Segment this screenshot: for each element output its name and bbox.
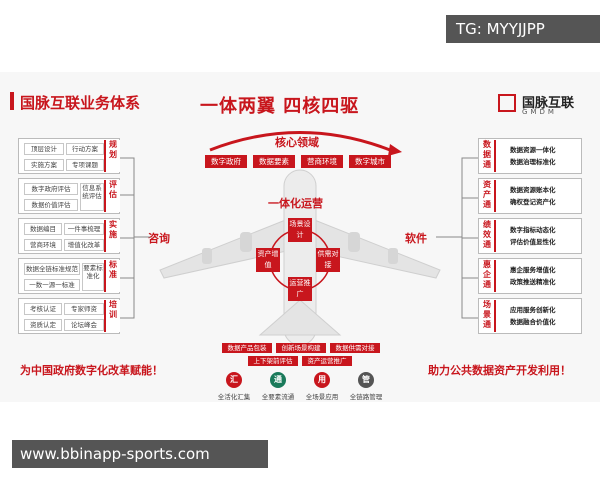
right-item: 评估价值显性化 (510, 238, 556, 246)
left-item: 一数一源一标准 (24, 279, 80, 291)
left-tab: 标准 (104, 260, 120, 292)
right-item: 惠企服务增值化 (510, 266, 556, 274)
right-tab: 绩效通 (480, 220, 496, 252)
operation-box: 运营推广 (288, 277, 312, 301)
logo-icon (498, 94, 516, 112)
core-domain-title: 核心领域 (275, 136, 319, 149)
bottom-right-slogan: 助力公共数据资产开发利用！ (428, 364, 571, 377)
right-item: 数据治理标准化 (510, 158, 556, 166)
left-item: 数字政府评估 (24, 183, 78, 195)
operation-title: 一体化运营 (268, 197, 323, 210)
core-tag: 数字城市 (349, 155, 391, 168)
left-item: 数据价值评估 (24, 199, 78, 211)
right-item: 确权登记资产化 (510, 198, 556, 206)
manage-icon: 管 (358, 372, 374, 388)
bottom-tag: 创新场景构建 (276, 343, 326, 353)
core-tag: 营商环境 (301, 155, 343, 168)
left-item: 信息系统评估 (80, 183, 104, 211)
bottom-tag: 资产运营推广 (302, 356, 352, 366)
circulate-icon: 通 (270, 372, 286, 388)
left-item: 专项课题 (66, 159, 104, 171)
left-item: 一件事梳理 (64, 223, 104, 235)
operation-box: 场景设计 (288, 218, 312, 242)
left-tab: 培训 (104, 300, 120, 332)
bottom-tag: 数据供需对接 (330, 343, 380, 353)
right-item: 政策推送精准化 (510, 278, 556, 286)
right-tab: 数据通 (480, 140, 496, 172)
circle-label: 全链路管理 (349, 393, 383, 401)
software-label: 软件 (405, 232, 427, 245)
left-item: 顶层设计 (24, 143, 64, 155)
logo-name: 国脉互联 (522, 96, 575, 111)
watermark-bottom: www.bbinapp-sports.com (12, 440, 268, 468)
left-item: 营商环境 (24, 239, 62, 251)
left-item: 要素标准化 (82, 263, 104, 291)
left-item: 专家师资 (64, 303, 104, 315)
right-item: 数据资源账本化 (510, 186, 556, 194)
operation-box: 资产增值 (256, 248, 280, 272)
left-item: 行动方案 (66, 143, 104, 155)
right-item: 应用服务创新化 (510, 306, 556, 314)
bottom-tag: 上下架前评估 (248, 356, 298, 366)
right-tab: 场景通 (480, 300, 496, 332)
left-tab: 实施 (104, 220, 120, 252)
left-item: 数据全链标准规范 (24, 263, 80, 275)
slogan: 一体两翼 四核四驱 (200, 96, 360, 117)
left-item: 实施方案 (24, 159, 64, 171)
title-accent-bar (10, 92, 14, 110)
left-tab: 规划 (104, 140, 120, 172)
watermark-top: TG: MYYJJPP (446, 15, 600, 43)
circle-label: 全活化汇集 (217, 393, 251, 401)
left-item: 考核认证 (24, 303, 62, 315)
right-tab: 惠企通 (480, 260, 496, 292)
left-connector-lines (120, 157, 150, 319)
page-title: 国脉互联业务体系 (20, 94, 141, 112)
logo-subtitle: GMDM (522, 108, 557, 116)
bottom-left-slogan: 为中国政府数字化改革赋能！ (20, 364, 163, 377)
consulting-label: 咨询 (148, 232, 170, 245)
circle-label: 全要素流通 (261, 393, 295, 401)
left-item: 论坛峰会 (64, 319, 104, 331)
apply-icon: 用 (314, 372, 330, 388)
operation-box: 供需对接 (316, 248, 340, 272)
circle-label: 全场景应用 (305, 393, 339, 401)
bottom-tag: 数据产品包装 (222, 343, 272, 353)
core-tag: 数字政府 (205, 155, 247, 168)
right-item: 数字指标动态化 (510, 226, 556, 234)
left-item: 资质认定 (24, 319, 62, 331)
core-tag: 数据要素 (253, 155, 295, 168)
right-item: 数据资源一体化 (510, 146, 556, 154)
left-item: 增值化改革 (64, 239, 104, 251)
right-connector-lines (436, 157, 478, 319)
left-tab: 评估 (104, 180, 120, 212)
left-item: 数据编目 (24, 223, 62, 235)
right-item: 数据融合价值化 (510, 318, 556, 326)
aggregate-icon: 汇 (226, 372, 242, 388)
right-tab: 资产通 (480, 180, 496, 212)
